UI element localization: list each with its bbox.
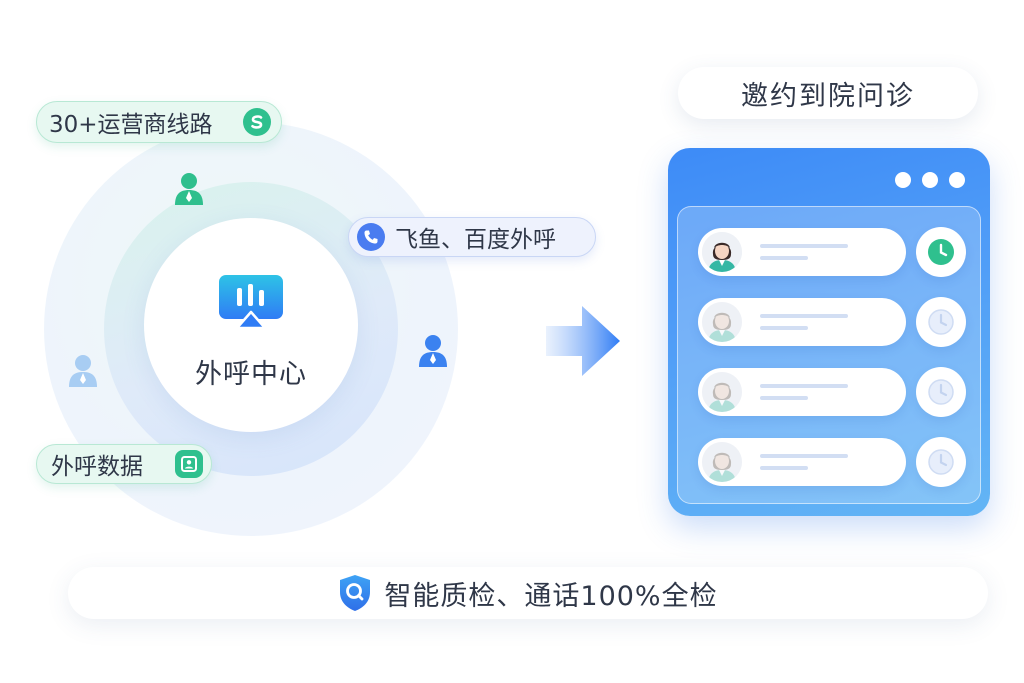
row-text-placeholder (760, 396, 808, 400)
call-provider-badge[interactable]: 飞鱼、百度外呼 (348, 217, 596, 257)
call-provider-label: 飞鱼、百度外呼 (395, 227, 556, 253)
clock-icon (928, 379, 954, 405)
phone-icon (357, 223, 385, 251)
carrier-lines-label: 30+运营商线路 (49, 112, 213, 138)
row-text-placeholder (760, 314, 848, 318)
row-text-placeholder (760, 466, 808, 470)
window-dot (949, 172, 965, 188)
avatar (702, 372, 742, 412)
schedule-button[interactable] (916, 367, 966, 417)
row-text-placeholder (760, 326, 808, 330)
quality-check-bar: 智能质检、通话100%全检 (68, 567, 988, 619)
schedule-button[interactable] (916, 297, 966, 347)
row-text-placeholder (760, 256, 808, 260)
window-title: 邀约到院问诊 (678, 67, 978, 119)
row-text-placeholder (760, 454, 848, 458)
clock-icon (928, 309, 954, 335)
carrier-lines-badge[interactable]: 30+运营商线路 (36, 101, 282, 143)
contact-card-icon (175, 450, 203, 478)
outbound-data-badge[interactable]: 外呼数据 (36, 444, 212, 484)
user-icon-light (69, 355, 97, 387)
arrow-right-icon (546, 306, 620, 376)
user-icon-green (175, 173, 203, 205)
row-text-placeholder (760, 384, 848, 388)
clock-icon-active (928, 239, 954, 265)
row-text-placeholder (760, 244, 848, 248)
window-dot (895, 172, 911, 188)
avatar (702, 232, 742, 272)
outbound-data-label: 外呼数据 (51, 454, 143, 480)
list-item[interactable] (698, 298, 906, 346)
schedule-button[interactable] (916, 227, 966, 277)
quality-check-text: 智能质检、通话100%全检 (384, 580, 718, 612)
list-item[interactable] (698, 438, 906, 486)
avatar (702, 302, 742, 342)
window-dot (922, 172, 938, 188)
clock-icon (928, 449, 954, 475)
sogou-s-icon (243, 108, 271, 136)
hub-title: 外呼中心 (195, 359, 307, 390)
avatar (702, 442, 742, 482)
monitor-chart-icon (219, 275, 283, 330)
schedule-button[interactable] (916, 437, 966, 487)
shield-search-icon (340, 575, 371, 611)
list-item[interactable] (698, 228, 906, 276)
list-item[interactable] (698, 368, 906, 416)
user-icon-blue (419, 335, 447, 367)
